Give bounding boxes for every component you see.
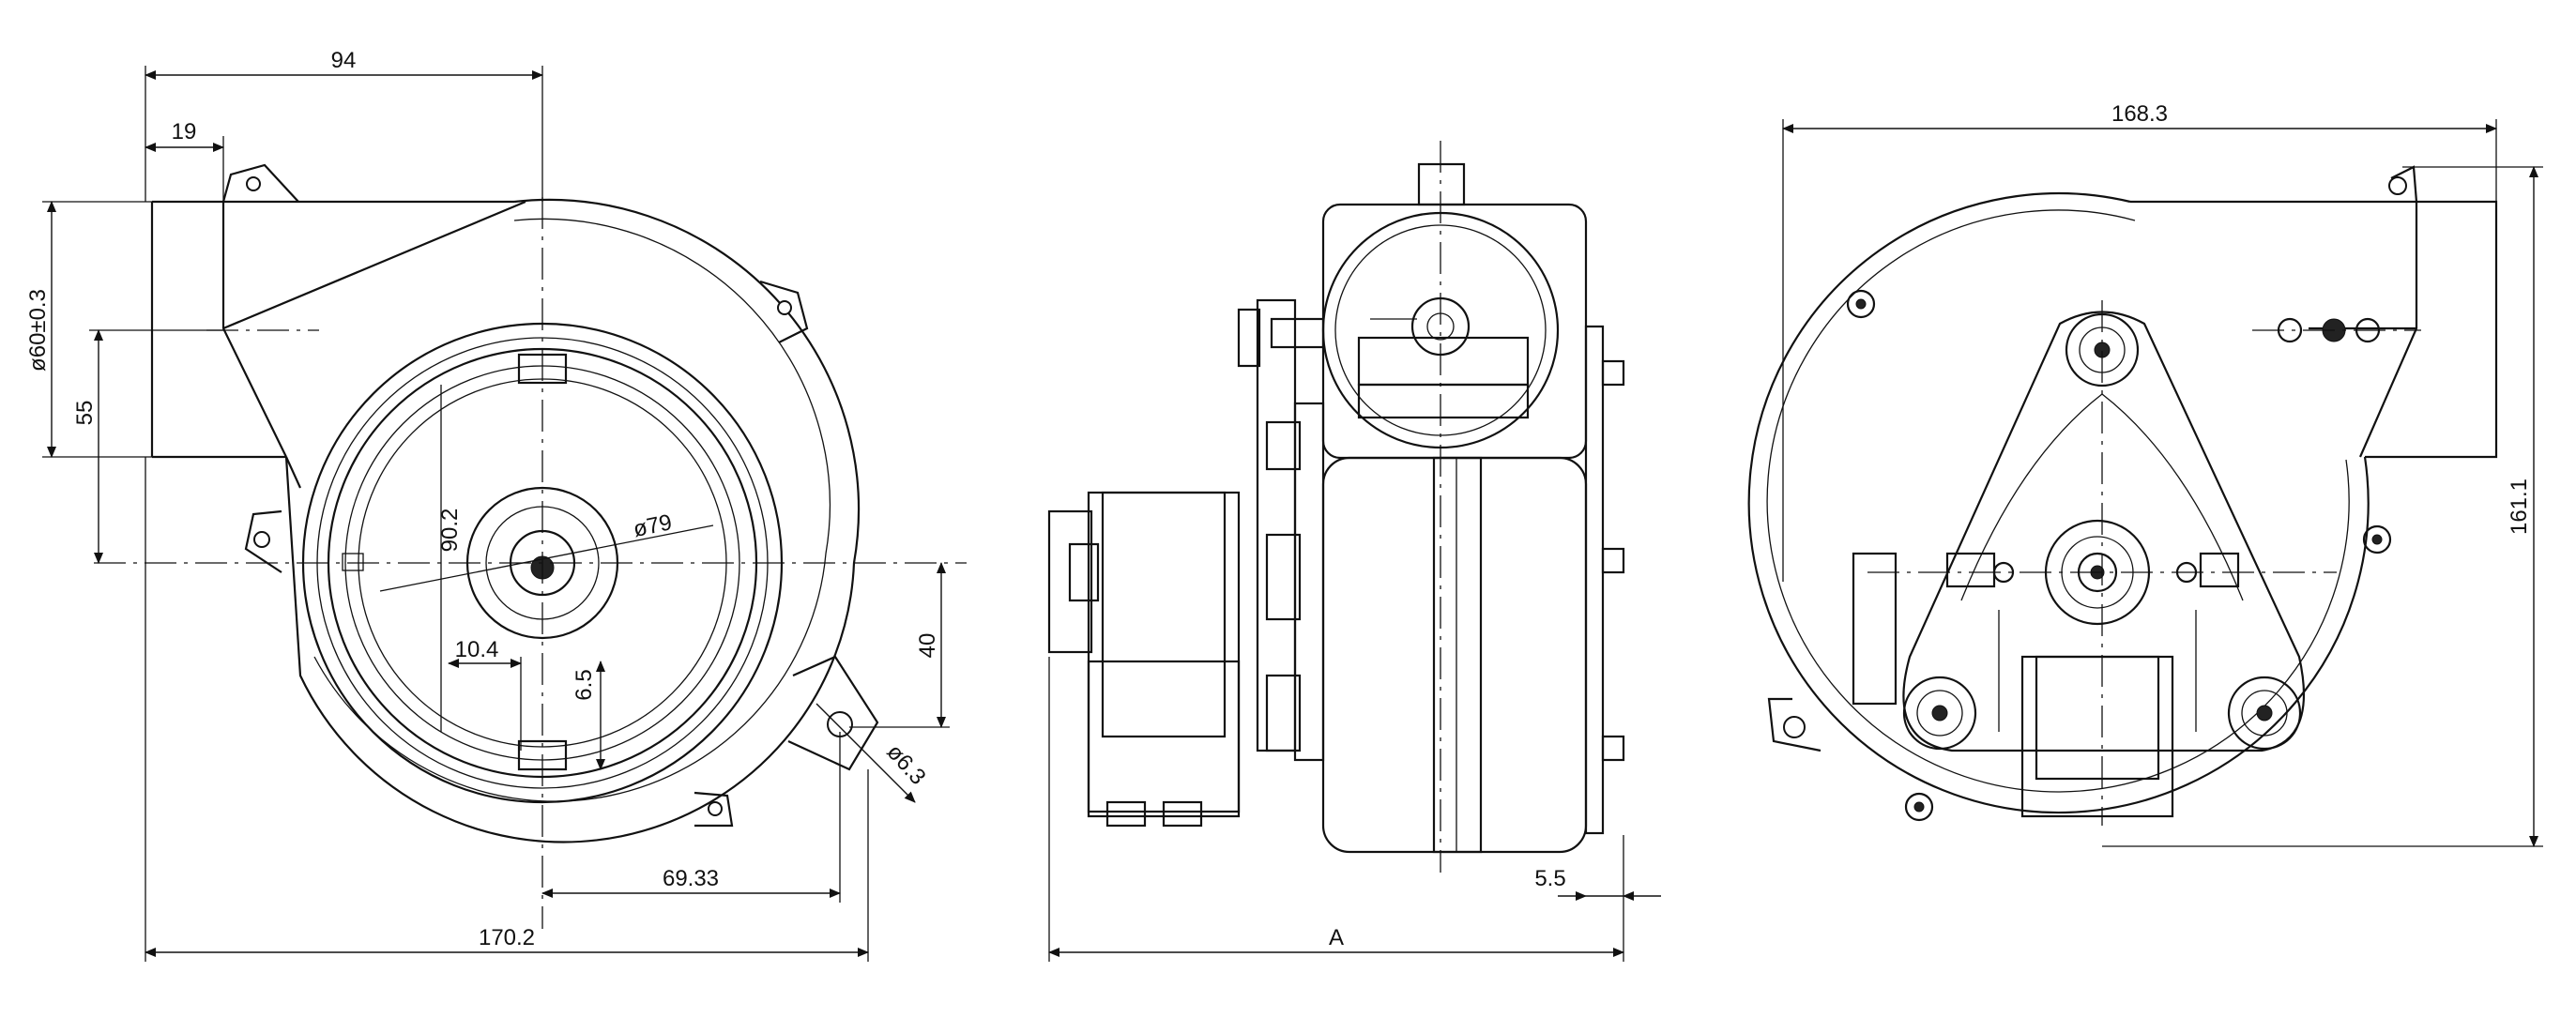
dim-161-1: 161.1 (2507, 479, 2532, 535)
rear-coil (2020, 655, 2174, 818)
dim-170-2: 170.2 (479, 925, 535, 950)
mounting-ear-top (221, 163, 299, 203)
dim-94: 94 (331, 48, 357, 73)
dim-40: 40 (915, 633, 940, 659)
dim-79: ø79 (631, 509, 674, 542)
dim-10-4: 10.4 (455, 637, 499, 662)
rear-screws (1846, 289, 2392, 822)
scroll-housing (284, 198, 861, 843)
dim-A: A (1329, 925, 1344, 950)
dim-5-5: 5.5 (1534, 866, 1565, 891)
dim-6-5: 6.5 (572, 669, 597, 700)
dim-55: 55 (72, 401, 98, 426)
outlet-duct (150, 200, 287, 459)
side-view: 5.5 A (1047, 141, 1661, 962)
rear-housing (1747, 191, 2370, 814)
dim-168-3: 168.3 (2111, 101, 2168, 127)
impeller-housing (1321, 456, 1588, 854)
motor-plate (1256, 298, 1297, 752)
hole-lug (787, 655, 879, 771)
dim-hole-diameter: ø6.3 (881, 739, 930, 790)
mounting-ear-right (759, 280, 809, 343)
dim-90-2: 90.2 (437, 509, 463, 553)
motor-coil (1087, 491, 1241, 813)
front-view: 94 19 ø60±0.3 55 90.2 ø79 10.4 6.5 40 ø6… (25, 48, 967, 962)
dim-19: 19 (172, 119, 197, 144)
rear-view: 168.3 161.1 (1747, 101, 2543, 847)
dim-69-33: 69.33 (663, 866, 719, 891)
mounting-ear-left (244, 509, 282, 573)
dim-outlet-diameter: ø60±0.3 (25, 289, 51, 372)
